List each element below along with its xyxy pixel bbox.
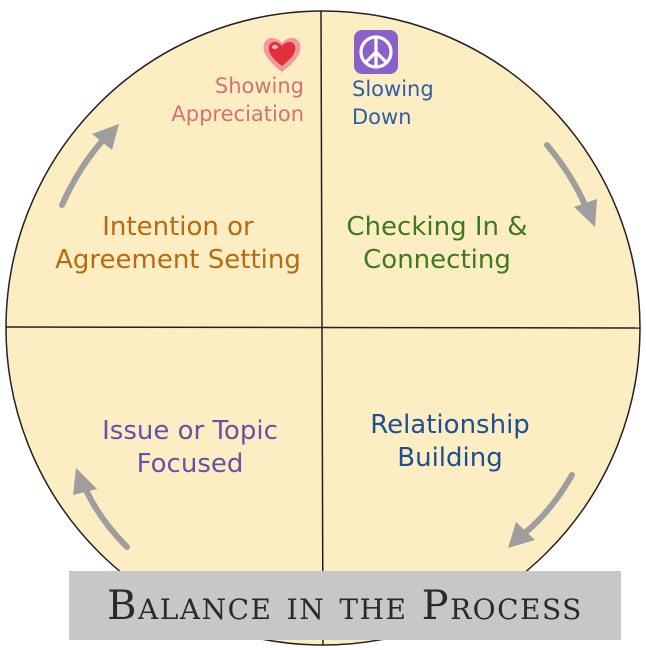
arrow-top-left-icon — [59, 135, 108, 208]
quadrant-label-intention: Intention or Agreement Setting — [40, 211, 316, 276]
quadrant-label-checking-in-line1: Checking In & — [346, 212, 528, 242]
quadrant-label-checking-in: Checking In & Connecting — [330, 211, 544, 276]
heart-icon — [263, 37, 301, 72]
horizontal-divider — [6, 326, 640, 329]
quadrant-label-relationship-line1: Relationship — [370, 410, 530, 440]
quadrant-label-issue-line1: Issue or Topic — [102, 416, 278, 446]
peace-icon — [354, 30, 398, 74]
quadrant-label-intention-line2: Agreement Setting — [55, 244, 301, 275]
arrow-bottom-right-icon — [523, 472, 575, 535]
annotation-slowing: Slowing Down — [352, 75, 472, 132]
arrow-top-right-icon — [544, 142, 588, 208]
arrow-bottom-left-icon — [83, 487, 130, 550]
quadrant-label-relationship-line2: Building — [397, 442, 503, 473]
banner-title: Balance in the Process — [107, 582, 583, 629]
annotation-slowing-line2: Down — [352, 105, 412, 130]
annotation-appreciation-line2: Appreciation — [171, 102, 304, 127]
vertical-divider — [320, 11, 324, 645]
title-banner: Balance in the Process — [69, 571, 621, 640]
quadrant-label-issue: Issue or Topic Focused — [80, 415, 300, 480]
annotation-slowing-line1: Slowing — [352, 77, 434, 101]
quadrant-label-issue-line2: Focused — [136, 448, 244, 479]
cycle-arrows — [59, 124, 597, 550]
annotation-appreciation: Showing Appreciation — [150, 72, 304, 129]
quadrant-label-intention-line1: Intention or — [102, 212, 254, 242]
quadrant-label-relationship: Relationship Building — [350, 409, 550, 474]
quadrant-label-checking-in-line2: Connecting — [363, 244, 511, 275]
annotation-appreciation-line1: Showing — [214, 74, 304, 98]
